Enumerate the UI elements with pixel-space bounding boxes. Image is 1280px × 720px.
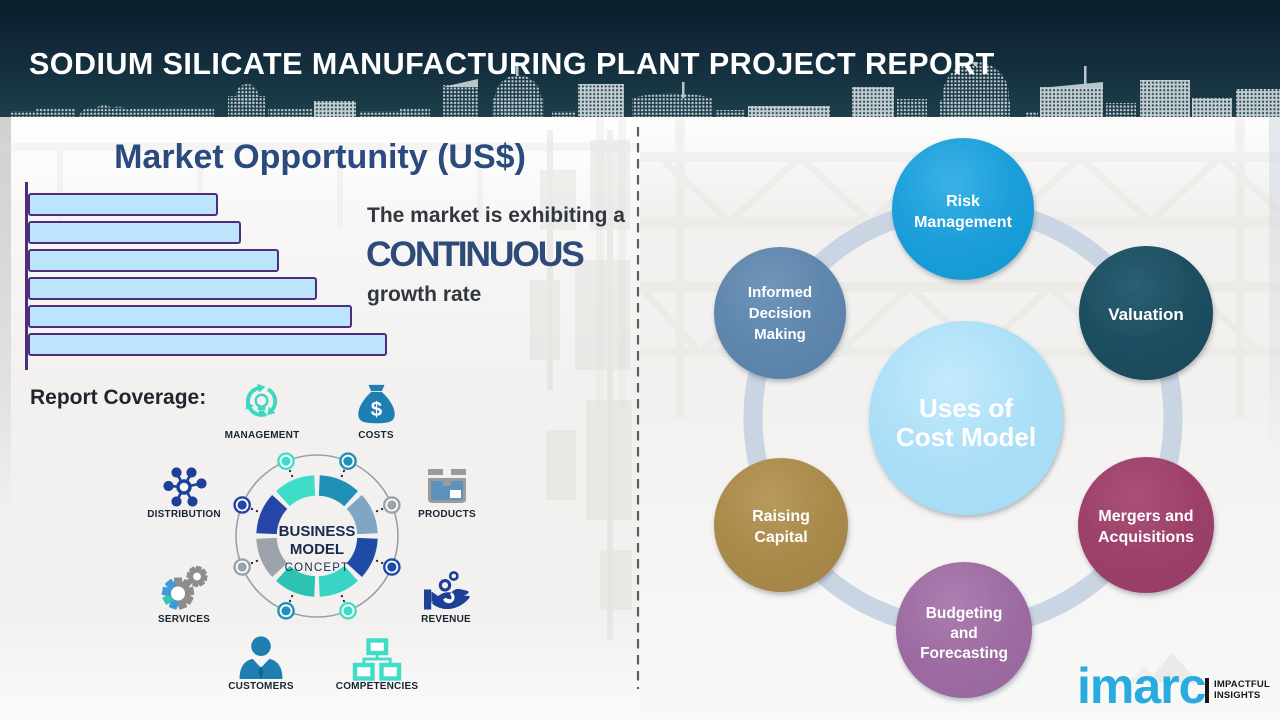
svg-text:Decision: Decision xyxy=(749,305,812,322)
svg-text:Cost Model: Cost Model xyxy=(896,422,1036,452)
svg-text:Raising: Raising xyxy=(752,508,810,525)
svg-text:Risk: Risk xyxy=(946,193,980,210)
svg-text:Valuation: Valuation xyxy=(1108,305,1184,324)
svg-text:and: and xyxy=(950,625,978,642)
svg-text:Budgeting: Budgeting xyxy=(926,605,1003,622)
svg-text:$: $ xyxy=(371,398,383,421)
svg-text:Forecasting: Forecasting xyxy=(920,645,1008,662)
svg-text:CONCEPT: CONCEPT xyxy=(285,562,350,574)
svg-text:Capital: Capital xyxy=(754,529,807,546)
svg-text:Mergers and: Mergers and xyxy=(1098,508,1193,525)
svg-text:MODEL: MODEL xyxy=(290,541,344,558)
svg-text:Making: Making xyxy=(754,326,806,343)
svg-text:Informed: Informed xyxy=(748,284,812,301)
svg-text:BUSINESS: BUSINESS xyxy=(279,523,356,540)
svg-text:Acquisitions: Acquisitions xyxy=(1098,529,1194,546)
svg-text:Management: Management xyxy=(914,214,1012,231)
svg-text:Uses of: Uses of xyxy=(919,393,1013,423)
